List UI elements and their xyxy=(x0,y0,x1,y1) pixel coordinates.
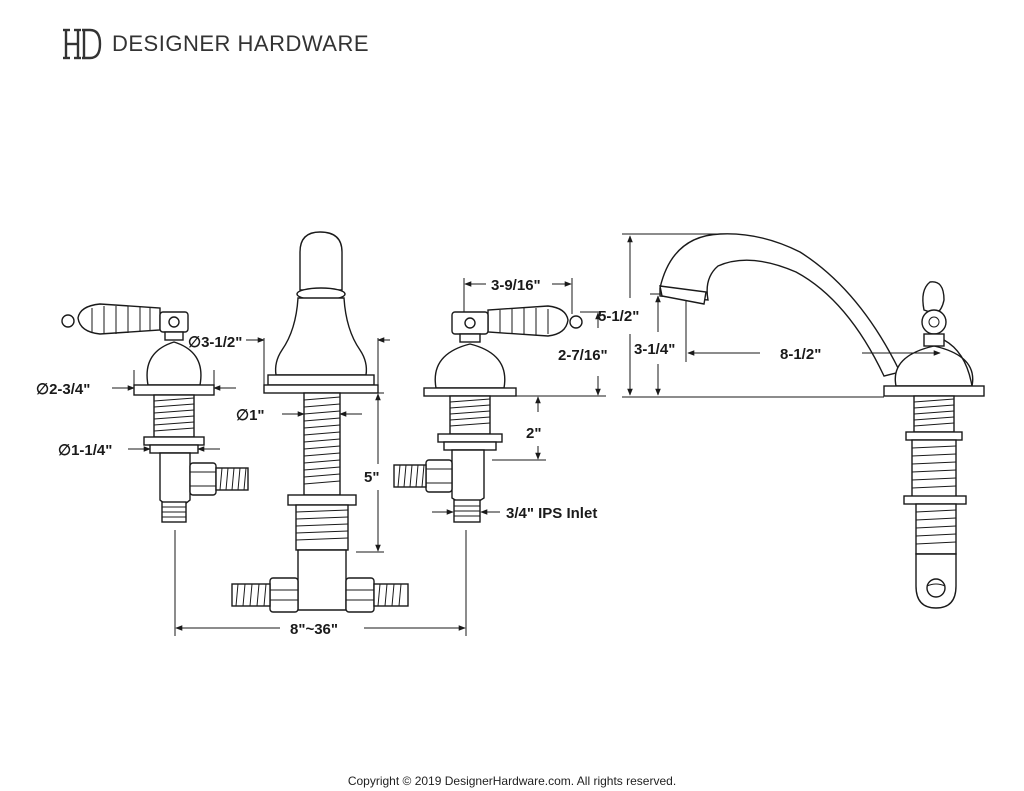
label-inlet: 3/4" IPS Inlet xyxy=(506,505,597,522)
label-spout-reach: 8-1/2" xyxy=(780,346,821,363)
label-handle-width: 3-9/16" xyxy=(491,277,541,294)
dimension-labels: ∅3-1/2" ∅2-3/4" ∅1-1/4" ∅1" 3-9/16" 2-7/… xyxy=(36,277,821,638)
center-spout-front xyxy=(231,231,409,613)
label-base-diameter: ∅2-3/4" xyxy=(36,381,90,398)
brand-name: DESIGNER HARDWARE xyxy=(112,31,370,56)
left-handle-valve xyxy=(61,303,249,523)
label-shank-diameter: ∅1" xyxy=(236,407,265,424)
label-spread: 8"~36" xyxy=(290,621,338,638)
side-view-faucet xyxy=(659,233,985,609)
label-handle-height: 2-7/16" xyxy=(558,347,608,364)
label-spout-shank-length: 5" xyxy=(364,469,379,486)
label-spout-height: 3-1/4" xyxy=(634,341,675,358)
copyright-notice: Copyright © 2019 DesignerHardware.com. A… xyxy=(347,774,677,788)
hd-monogram-icon xyxy=(63,28,102,60)
label-spout-diameter: ∅3-1/2" xyxy=(188,334,242,351)
label-valve-diameter: ∅1-1/4" xyxy=(58,442,112,459)
label-valve-shank-length: 2" xyxy=(526,425,541,442)
dimension-lines xyxy=(112,233,941,636)
brand-header: DESIGNER HARDWARE xyxy=(62,24,369,64)
label-total-height: 5-1/2" xyxy=(598,308,639,325)
right-handle-valve xyxy=(393,305,583,523)
